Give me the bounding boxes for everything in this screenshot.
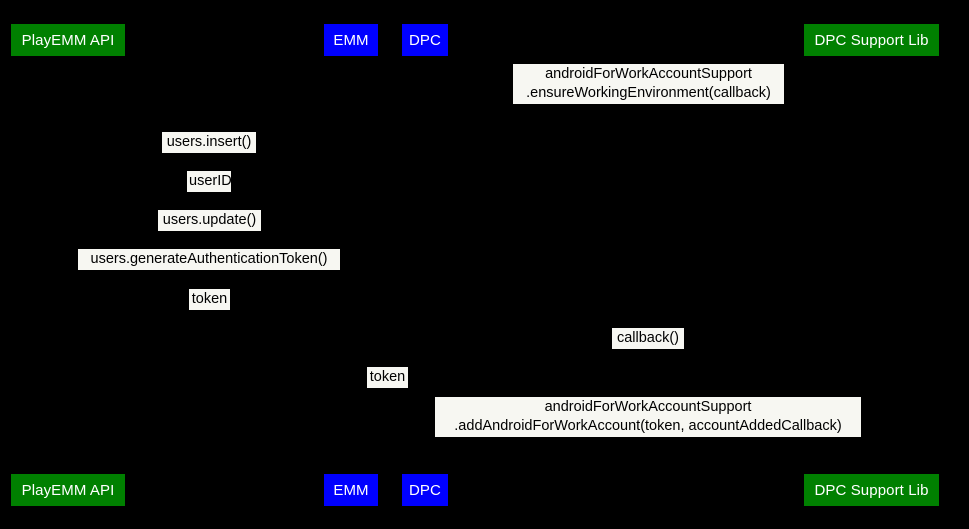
message-label-users-insert: users.insert() [162,132,256,153]
participant-dpc-support-lib-top[interactable]: DPC Support Lib [804,24,939,56]
message-label-line2: .ensureWorkingEnvironment(callback) [526,85,771,101]
message-label-line1: users.generateAuthenticationToken() [90,251,328,267]
participant-label: PlayEMM API [21,31,115,49]
participant-dpc-top[interactable]: DPC [402,24,448,56]
participant-dpc-bottom[interactable]: DPC [402,474,448,506]
participant-label: DPC Support Lib [814,31,929,49]
participant-emm-top[interactable]: EMM [324,24,378,56]
participant-emm-bottom[interactable]: EMM [324,474,378,506]
participant-playemm-api-bottom[interactable]: PlayEMM API [11,474,125,506]
playemm-api-lifeline [68,56,69,474]
message-label-user-id: userID [187,171,232,192]
message-label-ensure-working-environment: androidForWorkAccountSupport .ensureWorki… [513,64,784,104]
message-label-callback: callback() [612,328,684,349]
participant-label: EMM [333,31,369,49]
message-label-line2: .addAndroidForWorkAccount(token, account… [454,418,842,434]
dpc-support-lib-lifeline [871,56,872,474]
message-label-users-update: users.update() [158,210,261,231]
message-label-users-generate-authentication-token: users.generateAuthenticationToken() [78,249,340,270]
participant-label: DPC [409,481,441,499]
message-label-line1: userID [189,173,232,189]
participant-label: DPC [409,31,441,49]
dpc-lifeline [425,56,426,474]
message-label-token-to-emm: token [189,289,230,310]
participant-dpc-support-lib-bottom[interactable]: DPC Support Lib [804,474,939,506]
participant-label: EMM [333,481,369,499]
message-label-line1: androidForWorkAccountSupport [545,66,752,82]
message-label-line1: androidForWorkAccountSupport [544,399,752,415]
message-label-line1: callback() [616,330,680,346]
message-label-line1: users.insert() [166,134,252,150]
participant-label: DPC Support Lib [814,481,929,499]
message-label-line1: token [191,291,228,307]
message-label-token-to-dpc: token [367,367,408,388]
emm-lifeline [351,56,352,474]
message-label-line1: users.update() [162,212,257,228]
participant-label: PlayEMM API [21,481,115,499]
message-label-add-android-for-work-account: androidForWorkAccountSupport .addAndroidF… [435,397,861,437]
participant-playemm-api-top[interactable]: PlayEMM API [11,24,125,56]
message-label-line1: token [369,369,406,385]
